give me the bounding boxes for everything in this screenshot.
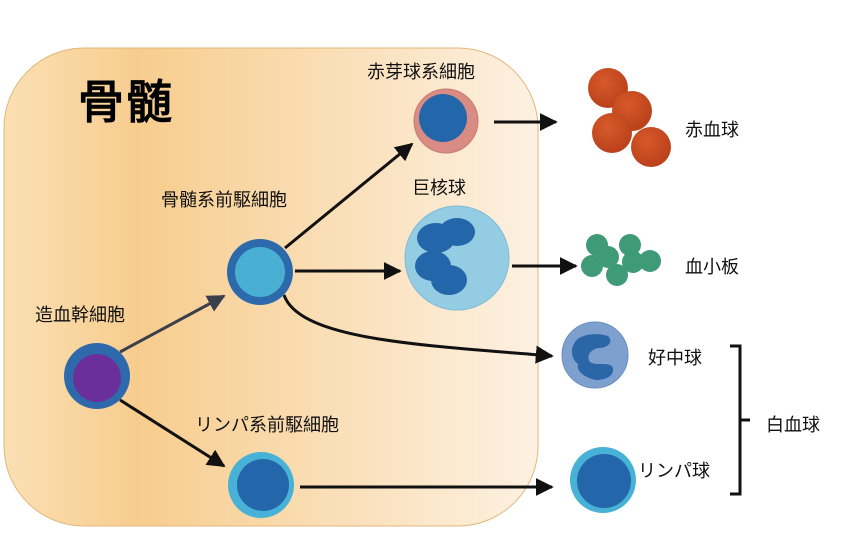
- edge-myeloid-to-erythroblast: [284, 142, 414, 250]
- lymphocyte-icon: [570, 447, 636, 513]
- myeloid-progenitor-icon: [227, 239, 293, 305]
- label-lymphocyte: リンパ球: [638, 461, 710, 482]
- label-stem-cell: 造血幹細胞: [35, 305, 125, 326]
- erythroblast-icon: [413, 88, 479, 154]
- white-blood-cell-bracket: [730, 344, 750, 496]
- label-myeloid-progenitor: 骨髄系前駆細胞: [161, 190, 287, 211]
- megakaryocyte-icon: [404, 205, 510, 311]
- platelets-icon: [581, 234, 661, 286]
- label-erythroblast: 赤芽球系細胞: [367, 62, 475, 83]
- bone-marrow-title: 骨髄: [78, 75, 174, 129]
- neutrophil-icon: [561, 321, 629, 389]
- edge-stem-to-lymphoid: [119, 398, 226, 468]
- red-blood-cells-icon: [588, 68, 671, 167]
- label-red-blood-cell: 赤血球: [685, 120, 739, 141]
- stem-cell-icon: [64, 343, 130, 409]
- label-white-blood-cell: 白血球: [766, 415, 820, 436]
- label-neutrophil: 好中球: [648, 348, 702, 369]
- label-platelet: 血小板: [685, 257, 739, 278]
- lymphoid-progenitor-icon: [228, 452, 294, 518]
- edge-myeloid-to-neutrophil: [282, 294, 554, 364]
- edge-stem-to-myeloid: [119, 294, 226, 354]
- label-lymphoid-progenitor: リンパ系前駆細胞: [195, 415, 339, 436]
- label-megakaryocyte: 巨核球: [412, 178, 466, 199]
